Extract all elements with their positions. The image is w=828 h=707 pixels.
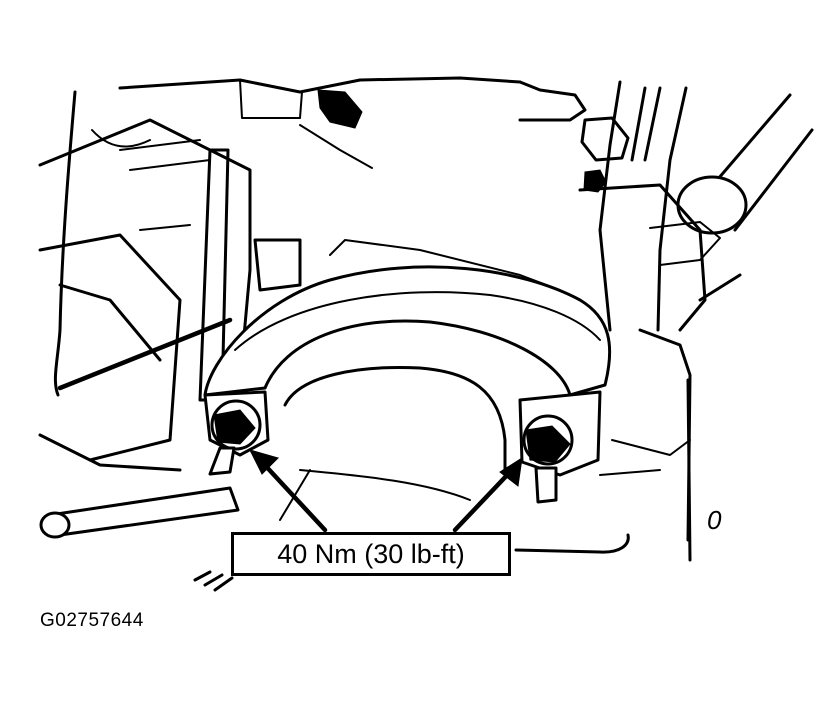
right-bracket-plate — [578, 183, 707, 332]
stray-mark: 0 — [707, 505, 722, 535]
figure-id-label: G02757644 — [40, 610, 144, 631]
right-housing-outline — [518, 80, 587, 122]
right-bolt-head-icon — [525, 425, 571, 463]
right-bolt-thread — [534, 466, 558, 504]
engine-top-detail — [239, 79, 303, 119]
engine-left-crank — [58, 283, 162, 362]
top-bolt-shaft — [299, 124, 373, 169]
torque-spec-callout: 40 Nm (30 lb-ft) — [231, 532, 511, 576]
right-bottom-curve — [514, 533, 630, 554]
top-bolt-head-icon — [317, 89, 363, 129]
engine-left-pipe — [48, 486, 240, 537]
right-bracket-detail — [649, 221, 721, 266]
left-bottom-ticks — [193, 570, 234, 592]
right-vertical-rod-right — [656, 86, 688, 332]
bracket-center-opening — [283, 366, 507, 472]
right-rod-inner — [630, 86, 662, 162]
engine-top-contour — [118, 76, 522, 94]
torque-spec-label: 40 Nm (30 lb-ft) — [277, 538, 465, 569]
mount-bracket-top-lip — [329, 239, 561, 291]
right-boss — [580, 116, 630, 162]
engine-left-lower-edge — [38, 433, 182, 472]
engine-left-block-lower — [38, 233, 182, 462]
right-leader-arrow-head-icon — [499, 456, 523, 487]
right-frame-vertical — [686, 378, 692, 562]
left-leader-line — [259, 459, 328, 533]
right-small-nut-icon — [583, 169, 607, 193]
left-leader-arrow-head-icon — [249, 449, 279, 475]
engine-left-contour — [53, 90, 77, 397]
engine-left-block — [38, 118, 252, 382]
engine-left-shaft — [57, 317, 233, 391]
right-bar-end-cap — [676, 175, 748, 235]
left-bolt-thread — [208, 446, 236, 476]
right-leader-line — [452, 469, 513, 533]
engine-left-ribs — [119, 139, 211, 231]
engine-left-inner-contour — [91, 129, 151, 148]
left-bracket-block — [253, 238, 302, 292]
mount-bracket-ridge — [234, 291, 601, 351]
engine-left-pipe-end — [39, 511, 71, 539]
right-fine-lines — [599, 439, 691, 476]
left-bolt-head-icon — [213, 409, 256, 445]
